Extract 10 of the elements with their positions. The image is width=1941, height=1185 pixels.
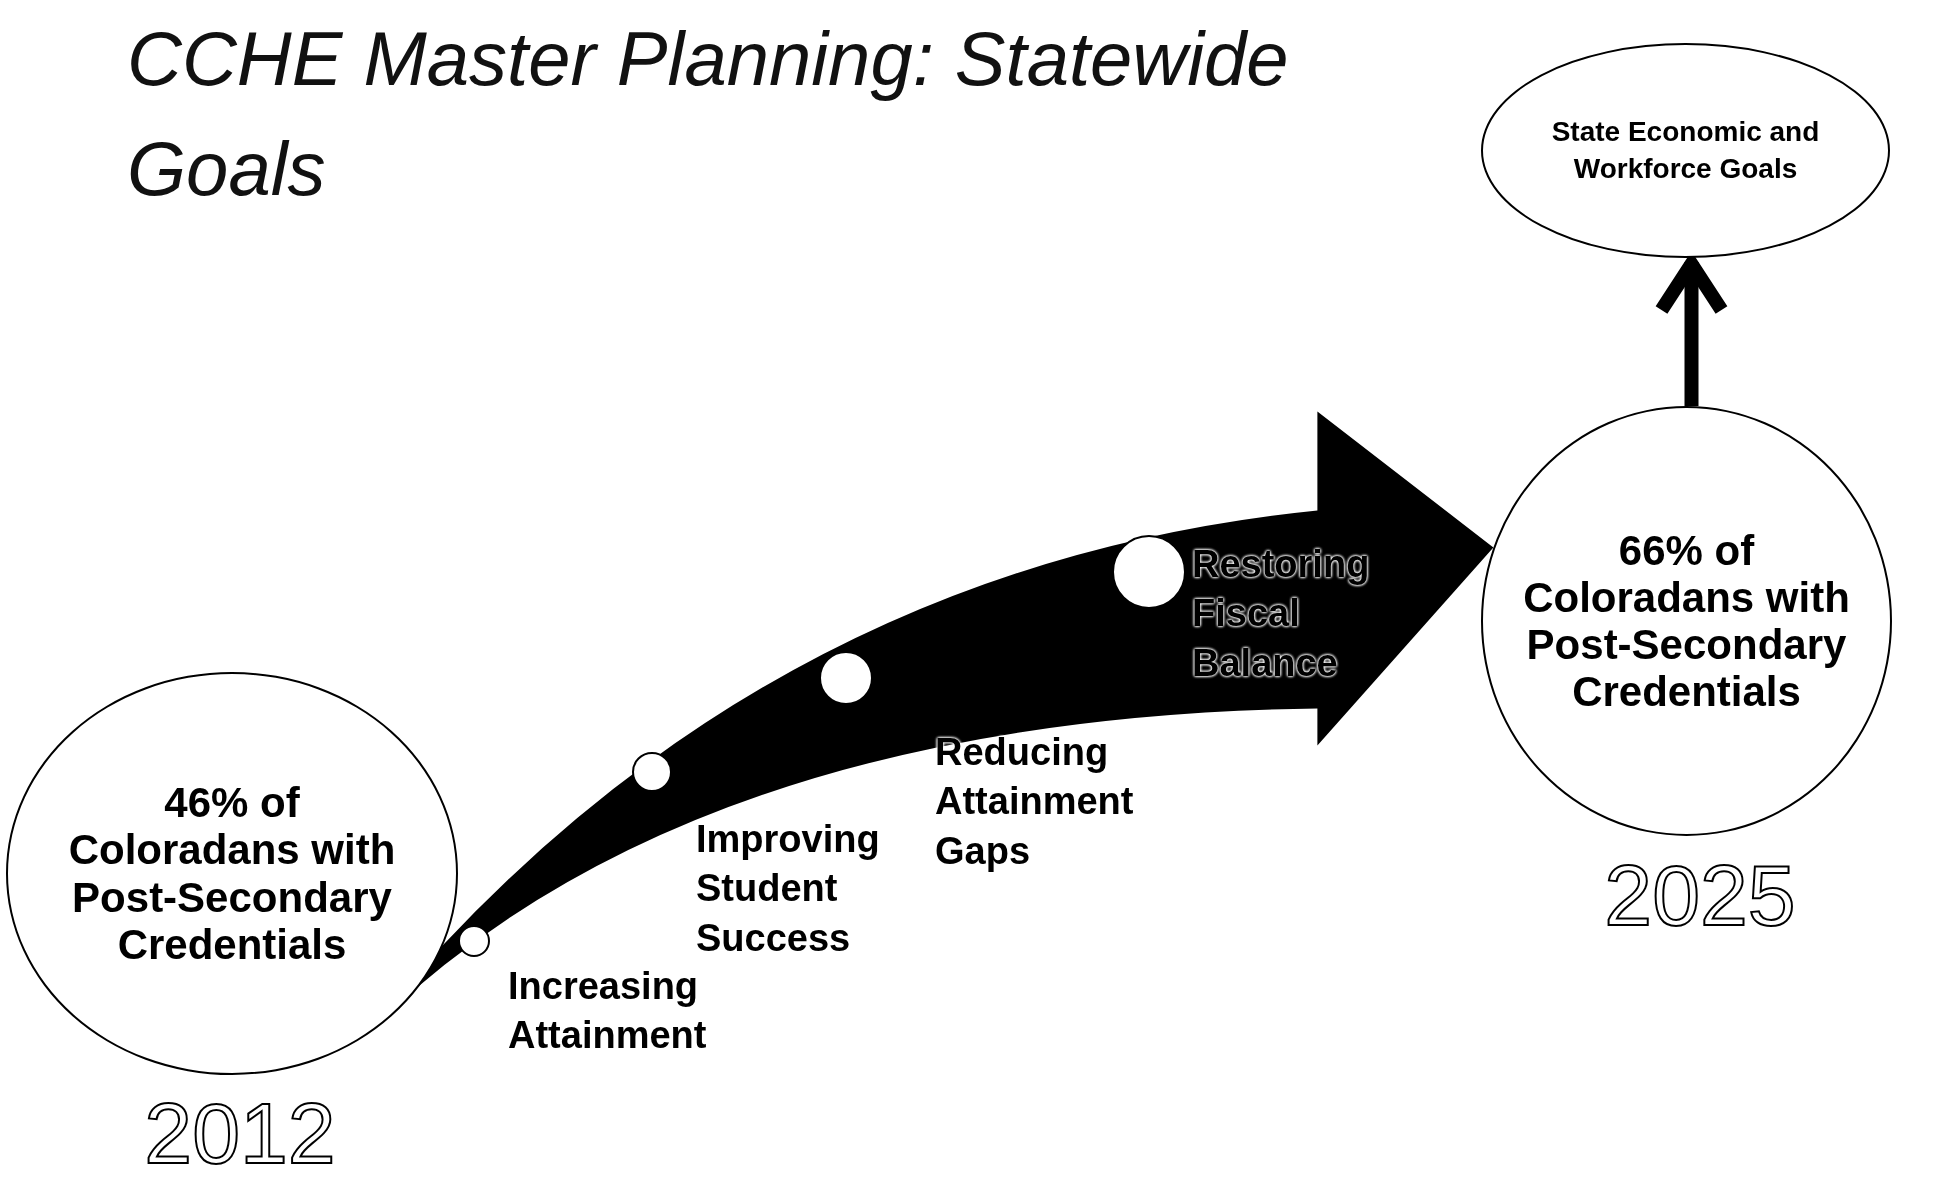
node-text: 46% of Coloradans with Post-Secondary Credentials <box>67 779 397 968</box>
milestone-label: Increasing Attainment <box>508 964 708 1059</box>
milestone-label: Restoring Fiscal Balance <box>1192 542 1371 686</box>
milestone-label: Reducing Attainment Gaps <box>935 730 1135 874</box>
node-text: 66% of Coloradans with Post-Secondary Credentials <box>1523 526 1850 716</box>
milestone-label: Improving Student Success <box>696 817 881 961</box>
title: CCHE Master Planning: Statewide Goals <box>127 15 1290 214</box>
year-label: 2012 <box>143 1090 337 1176</box>
node-text: State Economic and Workforce Goals <box>1550 115 1821 186</box>
year-label: 2025 <box>1603 852 1797 938</box>
